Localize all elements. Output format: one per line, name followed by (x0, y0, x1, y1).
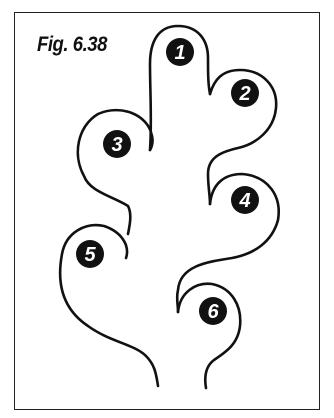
outline-left-trunk (60, 225, 158, 386)
marker-2-label: 2 (238, 83, 250, 105)
marker-4: 4 (231, 186, 259, 214)
marker-1-label: 1 (174, 42, 185, 64)
marker-5-label: 5 (84, 244, 96, 266)
marker-5: 5 (76, 240, 104, 268)
marker-6-label: 6 (207, 301, 219, 323)
marker-2: 2 (231, 79, 259, 107)
marker-6: 6 (199, 297, 227, 325)
marker-4-label: 4 (238, 190, 250, 212)
marker-3: 3 (103, 130, 131, 158)
outline-left-middle (78, 110, 153, 234)
marker-3-label: 3 (111, 134, 122, 156)
marker-1: 1 (166, 38, 194, 66)
